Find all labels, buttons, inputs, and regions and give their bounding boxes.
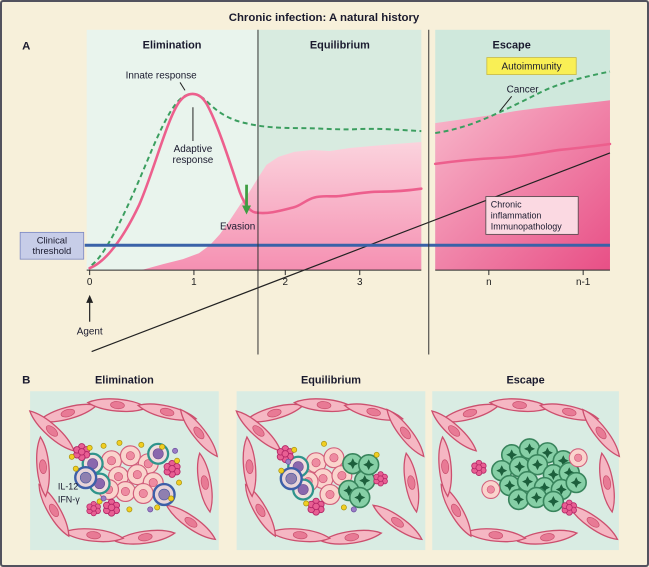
cytokine-dot [138,441,145,448]
figure-title: Chronic infection: A natural history [229,12,420,24]
t-cell [147,442,170,465]
x-tick-label: n-1 [576,277,591,288]
clinical-threshold-label: threshold [33,245,72,256]
phase-header-escape-b: Escape [506,374,544,386]
phase-header-equilibrium: Equilibrium [310,40,370,52]
innate-pointer-line [179,82,186,91]
il12-label: IL-12 [58,482,78,492]
cytokine-dot [154,504,161,511]
panel-a: 0 1 2 3 n n-1 Agent A Elimination Equili… [19,29,612,355]
chronic-inflammation-box [485,196,579,235]
phase-header-equilibrium-b: Equilibrium [301,374,361,386]
cytokine-dot [340,504,347,511]
cytokine-dot-purple [147,506,154,513]
chronic-box-line: inflammation [491,210,542,220]
phase-header-elimination: Elimination [143,40,202,52]
panel-b: B Elimination Equilibrium Escape IL-12 I… [22,374,625,551]
x-tick-label: 2 [283,277,289,288]
ifng-label: IFN-γ [58,494,80,504]
normal-cell [119,445,141,467]
cytokine-dot [168,495,175,502]
agent-arrowhead [86,294,94,303]
agent-label: Agent [77,327,103,338]
tumor-cell [542,490,565,513]
evasion-label: Evasion [220,221,255,232]
x-tick-label: 1 [191,277,197,288]
cytokine-dot-purple [350,506,357,513]
agent-growth-line [91,152,611,353]
panel-b-label: B [22,374,30,386]
phase-header-elimination-b: Elimination [95,374,154,386]
cytokine-dot-purple [100,495,107,502]
cancer-label: Cancer [507,84,540,95]
cytokine-dot [373,451,380,458]
nk-cell [152,482,176,507]
cancer-pointer-line [499,96,513,112]
x-tick-label: n [486,277,492,288]
chronic-box-line: Immunopathology [491,221,562,231]
cytokine-dot [303,500,310,507]
clinical-threshold-box [19,231,85,260]
cytokine-dot [291,446,298,453]
cytokine-dot [174,457,180,464]
tumor-cell [357,453,380,476]
clinical-threshold-label: Clinical [37,234,67,245]
cytokine-dot [100,442,107,449]
normal-cell [568,448,588,468]
phase-header-escape: Escape [493,40,531,52]
cytokine-dot [278,467,285,474]
normal-cell [132,482,154,505]
evasion-arrowhead [242,205,252,215]
normal-cell [323,447,345,469]
autoimmunity-badge [486,57,577,75]
cytokine-dot [86,444,93,451]
innate-response-curve [91,92,422,266]
cytokine-dot [321,440,327,447]
x-axis-ticks [89,270,584,276]
chronic-box-line: Chronic [491,200,522,210]
cytokine-dot [116,439,123,446]
tumor-cell [507,488,530,511]
tumor-cell [565,471,587,494]
adaptive-response-curve [88,92,423,270]
cytokine-dot [159,443,166,450]
x-tick-label: 0 [87,277,93,288]
tumor-cell [349,486,371,509]
adaptive-response-curve-escape [433,142,612,166]
cytokine-dot [176,479,182,486]
cytokine-dot [68,453,75,460]
adaptive-response-label: Adaptive [174,144,213,155]
innate-response-label: Innate response [126,70,198,81]
cytokine-dot-purple [172,447,178,454]
nk-cell [74,466,98,490]
chronic-inflammation-area [141,142,422,271]
autoimmunity-label: Autoimmunity [502,62,562,73]
cytokine-dot [126,506,133,513]
panel-a-label: A [22,41,30,53]
adaptive-response-label: response [173,155,214,166]
cytokine-dot-purple [285,458,292,465]
cytokine-dot [72,465,79,472]
normal-cell [481,480,501,500]
x-tick-label: 3 [357,277,363,288]
